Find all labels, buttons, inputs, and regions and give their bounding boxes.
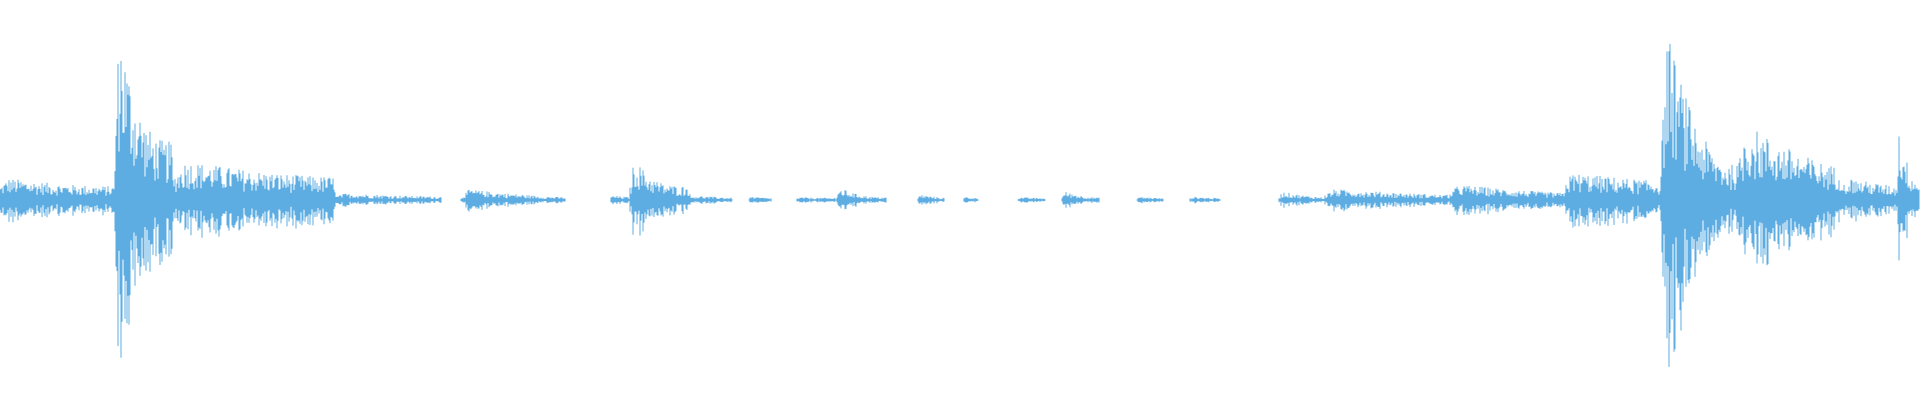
waveform-segment — [1896, 136, 1920, 261]
waveform-segment — [460, 189, 566, 212]
waveform-segment — [1324, 189, 1450, 212]
waveform-segment — [172, 165, 336, 238]
waveform-segment — [917, 195, 945, 205]
waveform-segment — [1449, 186, 1565, 215]
waveform-segment — [690, 196, 733, 204]
waveform-segment — [963, 197, 979, 203]
waveform-segment — [0, 179, 115, 223]
waveform-segment — [629, 167, 691, 236]
waveform-segment — [1564, 174, 1661, 228]
waveform-segment — [1737, 131, 1843, 266]
waveform-segment — [1061, 192, 1100, 208]
waveform-segment — [836, 190, 887, 210]
waveform-segment — [335, 193, 442, 207]
waveform-segment — [1136, 197, 1164, 204]
waveform-segment — [1842, 179, 1897, 222]
waveform-segment — [1017, 197, 1046, 203]
waveform-segment — [748, 197, 772, 203]
waveform-segment — [1278, 192, 1325, 208]
waveform-segment — [114, 61, 173, 358]
waveform-segment — [1660, 43, 1738, 367]
waveform-segment — [1189, 196, 1221, 204]
